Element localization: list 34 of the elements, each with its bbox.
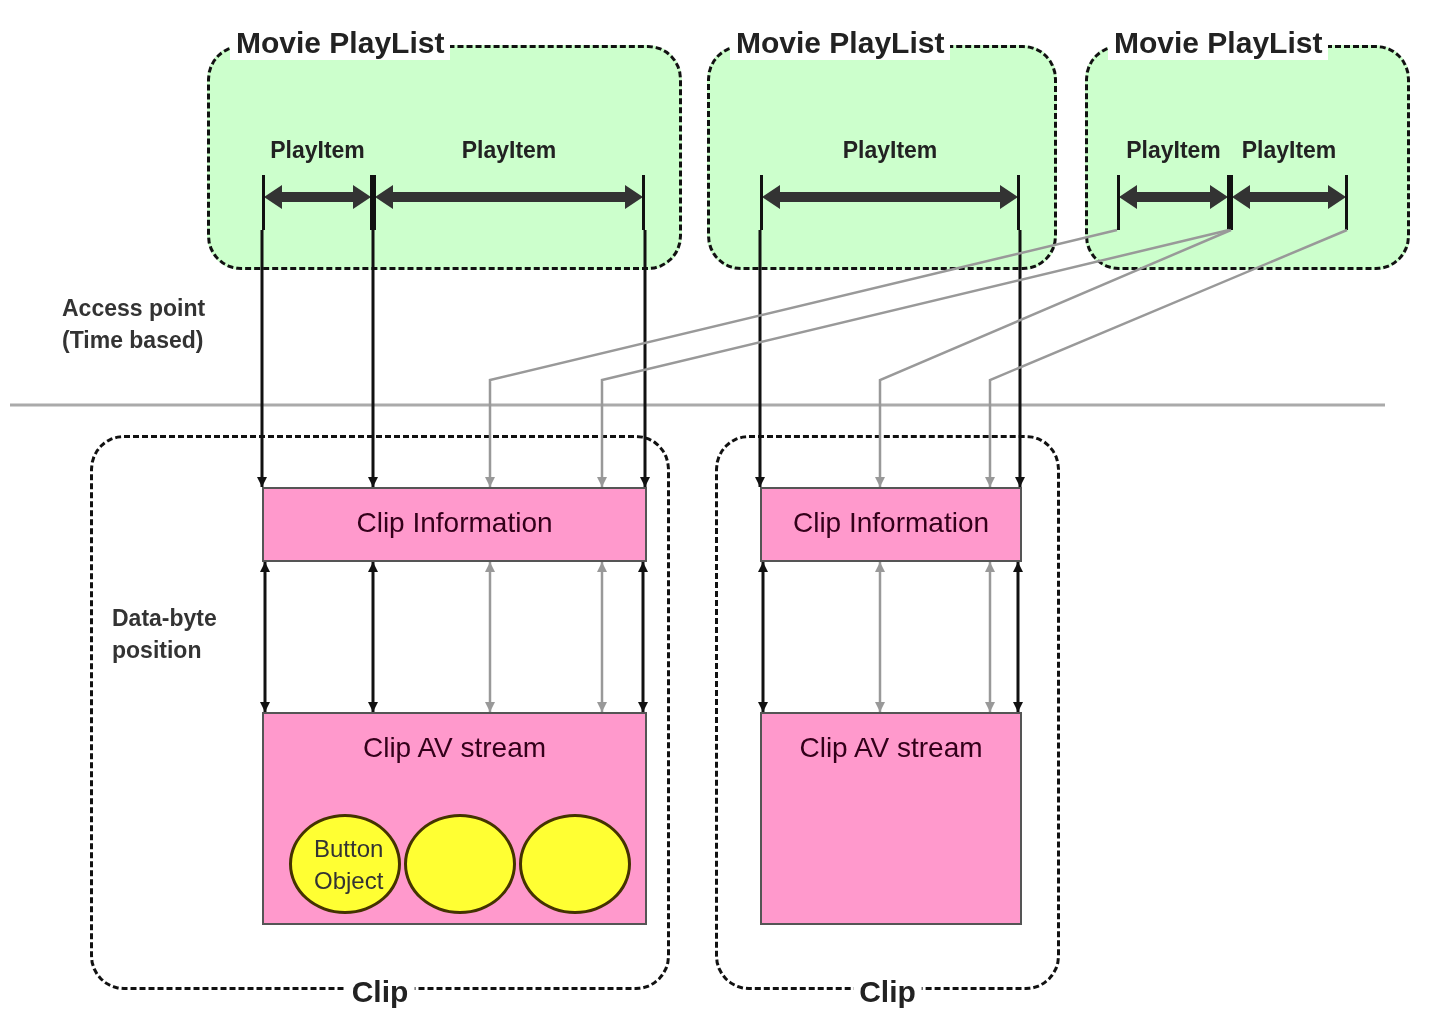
playitem-label: PlayItem (269, 137, 366, 164)
arrow (597, 562, 607, 712)
playitem-label: PlayItem (460, 137, 558, 164)
arrow (640, 230, 650, 487)
arrow (485, 562, 495, 712)
arrow (875, 228, 1232, 487)
arrow (368, 562, 378, 712)
data-band (760, 712, 1022, 925)
arrow (638, 562, 648, 712)
arrow (1015, 230, 1025, 487)
arrow (755, 230, 765, 487)
arrow (985, 228, 1348, 487)
arrow (758, 562, 768, 712)
arrow (257, 230, 267, 487)
arrow (597, 228, 1230, 487)
arrow (875, 562, 885, 712)
ellipse-label: Button Object (314, 834, 385, 896)
side-label: Data-byte position (112, 604, 218, 665)
band-label: Clip Information (791, 507, 991, 539)
arrow (485, 228, 1118, 487)
side-label: Access point (Time based) (62, 294, 207, 355)
arrow (985, 562, 995, 712)
arrow (1013, 562, 1023, 712)
playitem-label: PlayItem (841, 137, 939, 164)
playitem-label: PlayItem (1125, 137, 1222, 164)
data-band (760, 487, 1022, 562)
band-label: Clip Information (355, 507, 554, 539)
data-band (262, 712, 647, 925)
arrow (368, 230, 378, 487)
band-label: Clip AV stream (361, 732, 548, 764)
arrow (260, 562, 270, 712)
band-label: Clip AV stream (798, 732, 984, 764)
data-band (262, 487, 647, 562)
playitem-label: PlayItem (1240, 137, 1338, 164)
